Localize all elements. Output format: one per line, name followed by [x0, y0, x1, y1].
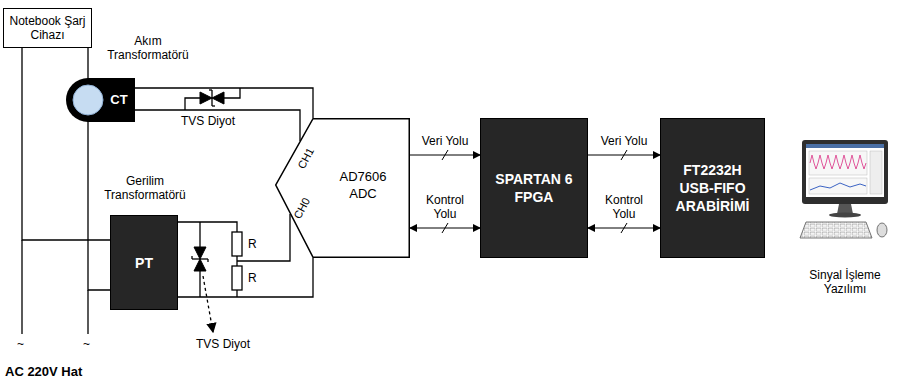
voltage-transformer: Gerilim TransformatörüPT: [110, 215, 178, 310]
bus-label: Veri Yolu: [594, 134, 654, 148]
screen-wave: [810, 183, 866, 190]
current-transformer: Akım TransformatörüCT: [63, 78, 135, 122]
ac-symbol: ~: [17, 337, 24, 351]
signal-wire: [135, 88, 313, 118]
divider-wire: [236, 290, 237, 297]
adc-outline: [275, 118, 410, 258]
charger-box: Notebook Şarj Cihazı: [3, 8, 92, 48]
tvs-diode-triangle: [200, 92, 212, 104]
component-label: TVS Diyot: [196, 337, 250, 351]
transformer-tag: PT: [135, 254, 153, 272]
bus-slash: [621, 223, 627, 233]
tvs-diode-bar: [209, 89, 212, 90]
ac-line: [87, 290, 88, 334]
box-text: FT2232H USB-FIFO ARABİRİMİ: [667, 161, 758, 215]
tvs-diode-bar: [207, 259, 208, 262]
ac-symbol: ~: [83, 337, 90, 351]
line-label: AC 220V Hat: [5, 365, 82, 379]
software-label: Sinyal İşleme Yazılımı: [797, 268, 893, 296]
screen-bar: [806, 144, 884, 148]
tvs-wire: [199, 271, 200, 297]
divider-wire: [237, 214, 290, 261]
adc-chip: CH1CH0AD7606 ADC: [275, 118, 410, 258]
pt-wire: [178, 222, 237, 232]
component-label: TVS Diyot: [181, 114, 235, 128]
resistor-label: R: [248, 237, 257, 251]
bus-slash: [442, 223, 448, 233]
signal-wire: [22, 48, 110, 240]
tvs-wire: [185, 98, 200, 110]
screen: [806, 144, 884, 197]
bus-label: Kontrol Yolu: [594, 193, 654, 221]
transformer-title: Akım Transformatörü: [99, 34, 197, 62]
keyboard: [800, 222, 872, 238]
chip-name: AD7606 ADC: [331, 168, 395, 202]
mouse: [877, 223, 887, 237]
tvs-wire: [224, 88, 240, 98]
ct-window: [73, 85, 103, 115]
transformer-title: Gerilim Transformatörü: [95, 174, 195, 202]
tvs-diode-bar: [212, 105, 215, 106]
resistor-label: R: [248, 271, 257, 285]
screen-wave: [810, 155, 866, 169]
resistor-symbol: [232, 266, 242, 290]
usb-fifo-box: FT2232H USB-FIFO ARABİRİMİ: [660, 118, 765, 258]
transformer-tag: CT: [103, 92, 135, 108]
ac-line: [21, 240, 22, 334]
bus-label: Veri Yolu: [415, 134, 475, 148]
box-text: Notebook Şarj Cihazı: [7, 14, 88, 42]
fpga-box: SPARTAN 6 FPGA: [480, 118, 588, 258]
tvs-diode-triangle: [212, 92, 224, 104]
monitor-base: [829, 213, 861, 218]
adc-pentagon: [276, 119, 410, 258]
bus-label: Kontrol Yolu: [415, 193, 475, 221]
box-text: SPARTAN 6 FPGA: [487, 170, 581, 206]
tvs-diode-triangle: [194, 247, 206, 259]
bus-slash: [621, 150, 627, 160]
computer-icon: [800, 140, 888, 238]
screen-plot: [809, 151, 867, 175]
ct-core: [66, 78, 110, 122]
signal-wire: [178, 258, 313, 297]
tvs-diode-triangle: [194, 259, 206, 271]
screen-panel: [870, 151, 882, 194]
leader-line: [203, 276, 213, 332]
tvs-wire: [199, 222, 200, 247]
bus-slash: [442, 150, 448, 160]
screen-plot: [809, 178, 867, 194]
tvs-diode-bar: [191, 256, 192, 259]
monitor: [802, 140, 888, 204]
ct-wire: [135, 110, 300, 141]
resistor-symbol: [232, 232, 242, 256]
